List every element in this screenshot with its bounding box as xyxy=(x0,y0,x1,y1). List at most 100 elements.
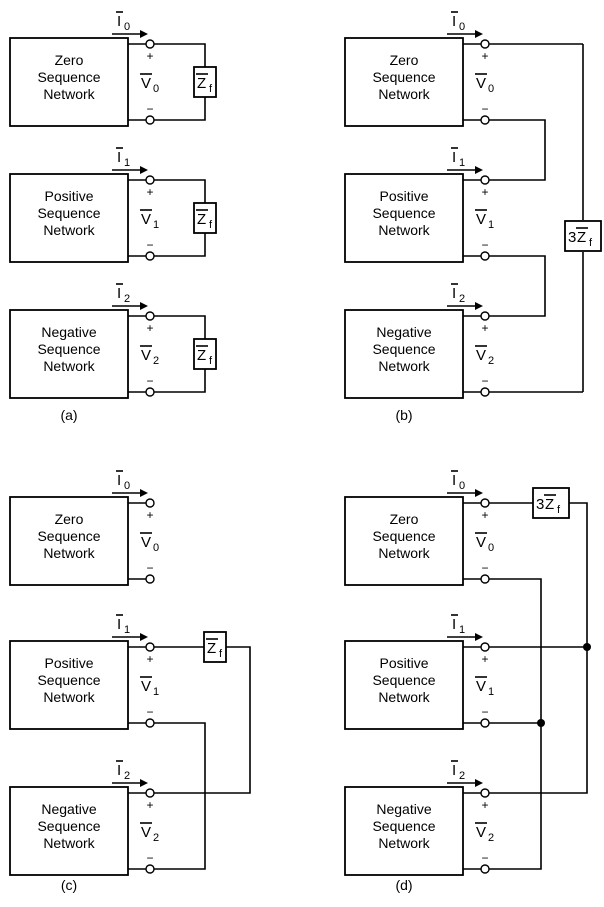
arrow-head xyxy=(475,633,483,641)
terminal-minus xyxy=(480,864,490,874)
voltage-V2-sub: 2 xyxy=(153,355,159,367)
positive-network-label-line: Sequence xyxy=(372,205,435,221)
terminal-minus xyxy=(145,115,155,125)
plus-sign: + xyxy=(481,321,488,335)
zero-network-label-line: Zero xyxy=(390,511,419,527)
negative-network-label-line: Network xyxy=(378,835,430,851)
positive-network-label-line: Network xyxy=(378,689,430,705)
factor-3: 3 xyxy=(568,229,576,246)
series-wire xyxy=(489,119,546,181)
current-I0-sub: 0 xyxy=(124,21,130,33)
voltage-V0-base: V xyxy=(141,534,151,551)
negative-network-box xyxy=(9,309,129,399)
positive-network-label-line: Positive xyxy=(44,188,93,204)
positive-network-box xyxy=(9,173,129,263)
arrow-head xyxy=(475,166,483,174)
arrow-head xyxy=(475,30,483,38)
terminal-plus xyxy=(145,788,155,798)
arrow-head xyxy=(140,633,148,641)
minus-sign: − xyxy=(146,561,153,575)
minus-sign: − xyxy=(481,705,488,719)
arrow-head xyxy=(475,779,483,787)
plus-sign: + xyxy=(481,508,488,522)
zero-network-label-line: Network xyxy=(43,545,95,561)
terminal-minus xyxy=(145,387,155,397)
voltage-V0-sub: 0 xyxy=(153,542,159,554)
current-I2-base: I xyxy=(452,762,456,779)
voltage-V0-base: V xyxy=(476,534,486,551)
current-I2-sub: 2 xyxy=(124,293,130,305)
zero-network-label-line: Sequence xyxy=(372,528,435,544)
caption-c: (c) xyxy=(61,877,77,893)
caption-b: (b) xyxy=(395,407,412,423)
zero-network-label-line: Sequence xyxy=(37,528,100,544)
voltage-V2-sub: 2 xyxy=(488,355,494,367)
current-I2-base: I xyxy=(452,285,456,302)
voltage-V0-base: V xyxy=(141,75,151,92)
impedance-Zf-sub: f xyxy=(589,237,593,249)
impedance-Zf-sub: f xyxy=(557,504,561,516)
voltage-V1-base: V xyxy=(141,211,151,228)
junction-dot xyxy=(583,643,591,651)
terminal-plus xyxy=(145,498,155,508)
current-I2-sub: 2 xyxy=(459,770,465,782)
voltage-V1-base: V xyxy=(476,678,486,695)
minus-sign: − xyxy=(481,238,488,252)
impedance-Zf-base: Z xyxy=(545,496,554,513)
factor-3: 3 xyxy=(536,496,544,513)
impedance-Zf-base: Z xyxy=(197,75,206,92)
impedance-Zf-sub: f xyxy=(209,355,213,367)
negative-network-label-line: Network xyxy=(43,358,95,374)
current-I0-sub: 0 xyxy=(459,21,465,33)
negative-network-label-line: Sequence xyxy=(372,341,435,357)
voltage-V2-sub: 2 xyxy=(153,832,159,844)
arrow-head xyxy=(475,489,483,497)
positive-network-label-line: Sequence xyxy=(37,672,100,688)
current-I2-sub: 2 xyxy=(459,293,465,305)
voltage-V2-base: V xyxy=(476,824,486,841)
minus-sign: − xyxy=(146,238,153,252)
voltage-V2-base: V xyxy=(476,347,486,364)
zero-network-label-line: Sequence xyxy=(372,69,435,85)
minus-sign: − xyxy=(146,851,153,865)
plus-sign: + xyxy=(481,49,488,63)
voltage-V2-sub: 2 xyxy=(488,832,494,844)
zero-network-label-line: Zero xyxy=(390,52,419,68)
positive-network-box xyxy=(344,173,464,263)
positive-network-label-line: Network xyxy=(43,222,95,238)
negative-network-label-line: Negative xyxy=(376,324,431,340)
impedance-Zf-base: Z xyxy=(207,640,216,657)
terminal-plus xyxy=(145,642,155,652)
terminal-plus xyxy=(480,39,490,49)
minus-sign: − xyxy=(481,102,488,116)
minus-sign: − xyxy=(146,374,153,388)
plus-sign: + xyxy=(146,508,153,522)
negative-network-label-line: Network xyxy=(43,835,95,851)
terminal-minus xyxy=(145,251,155,261)
arrow-head xyxy=(140,302,148,310)
current-I1-sub: 1 xyxy=(459,624,465,636)
zero-network-box xyxy=(9,496,129,586)
terminal-plus xyxy=(480,311,490,321)
zero-network-label-line: Network xyxy=(378,545,430,561)
positive-network-box xyxy=(344,640,464,730)
positive-network-label-line: Sequence xyxy=(37,205,100,221)
negative-network-label-line: Sequence xyxy=(372,818,435,834)
